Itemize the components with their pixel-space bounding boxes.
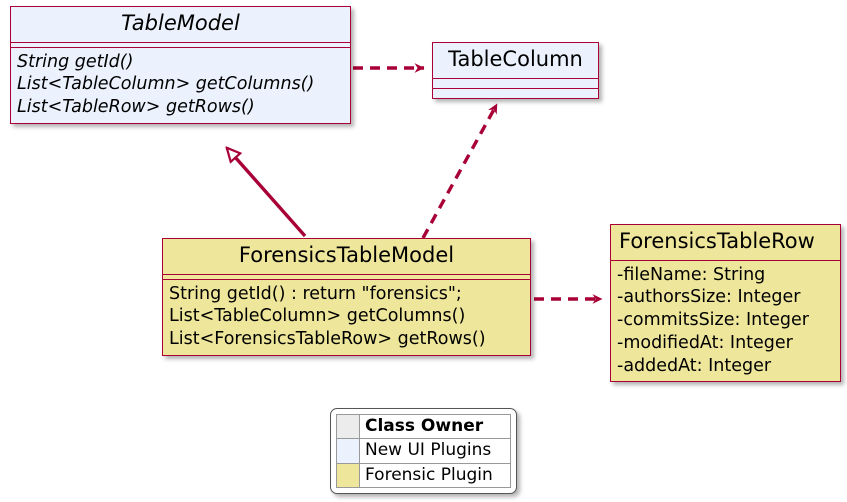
class-member: String getId()	[17, 51, 134, 72]
class-title-forensics-table-model: ForensicsTableModel	[238, 243, 455, 267]
class-member: -commitsSize: Integer	[617, 310, 809, 331]
legend-row: New UI Plugins	[336, 438, 511, 464]
class-separator	[163, 273, 530, 275]
class-separator	[11, 41, 350, 43]
legend-header-swatch	[336, 413, 360, 440]
class-member: List<ForensicsTableRow> getRows()	[169, 329, 486, 350]
class-empty-attributes-compartment	[433, 79, 598, 88]
class-member: -authorsSize: Integer	[617, 287, 801, 308]
class-box-table-model[interactable]: TableModel String getId() List<TableColu…	[10, 6, 351, 124]
edge-forensicstablemodel-to-tablecolumn	[421, 103, 499, 239]
class-member: List<TableRow> getRows()	[17, 97, 255, 118]
class-title-table-column: TableColumn	[448, 47, 583, 71]
class-member: -modifiedAt: Integer	[617, 332, 793, 353]
legend-header-row: Class Owner	[336, 413, 511, 440]
legend-swatch-forensic-plugin	[336, 462, 360, 488]
class-empty-methods-compartment	[433, 89, 598, 98]
legend-class-owner: Class Owner New UI Plugins Forensic Plug…	[330, 408, 517, 494]
legend-label-new-ui-plugins: New UI Plugins	[359, 438, 511, 464]
class-member: -fileName: String	[617, 264, 766, 285]
class-title-table-model: TableModel	[121, 11, 240, 35]
legend-table: Class Owner New UI Plugins Forensic Plug…	[336, 413, 511, 488]
legend-label-forensic-plugin: Forensic Plugin	[359, 462, 511, 488]
class-methods-table-model: String getId() List<TableColumn> getColu…	[11, 48, 350, 123]
legend-header-label: Class Owner	[359, 413, 511, 440]
class-separator	[433, 87, 598, 89]
legend-row: Forensic Plugin	[336, 462, 511, 488]
class-member: List<TableColumn> getColumns()	[169, 306, 466, 327]
edge-forensicstablemodel-extends-tablemodel	[227, 148, 307, 238]
class-member: List<TableColumn> getColumns()	[17, 74, 315, 95]
class-attributes-forensics-table-row: -fileName: String -authorsSize: Integer …	[611, 261, 840, 382]
class-separator	[433, 77, 598, 79]
class-separator	[163, 278, 530, 280]
class-box-forensics-table-row[interactable]: ForensicsTableRow -fileName: String -aut…	[610, 224, 841, 383]
class-title-forensics-table-row: ForensicsTableRow	[619, 229, 815, 253]
class-box-table-column[interactable]: TableColumn	[432, 42, 599, 99]
legend-swatch-new-ui-plugins	[336, 438, 360, 464]
class-separator	[11, 46, 350, 48]
class-member: -addedAt: Integer	[617, 355, 772, 376]
class-member: String getId() : return "forensics";	[169, 283, 462, 304]
class-box-forensics-table-model[interactable]: ForensicsTableModel String getId() : ret…	[162, 238, 531, 356]
class-methods-forensics-table-model: String getId() : return "forensics"; Lis…	[163, 280, 530, 355]
class-separator	[611, 259, 840, 261]
